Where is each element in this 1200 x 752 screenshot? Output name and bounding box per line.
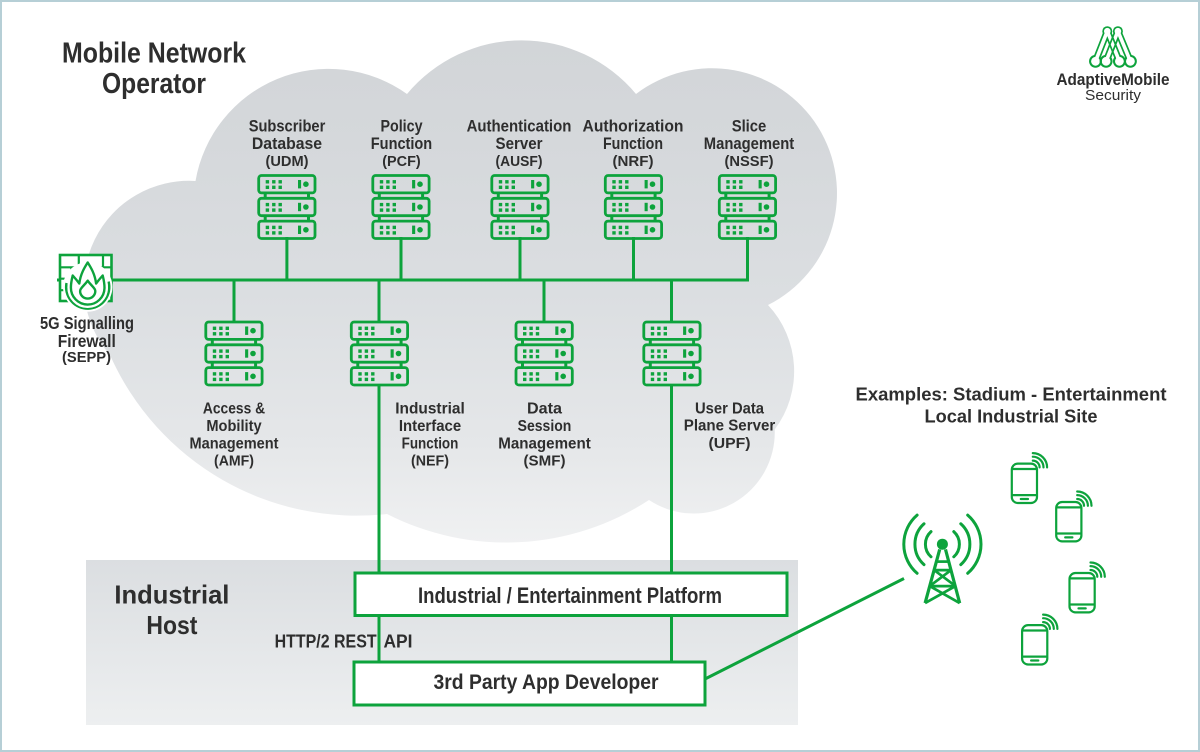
svg-text:(NEF): (NEF) bbox=[411, 454, 449, 470]
svg-text:(AUSF): (AUSF) bbox=[496, 154, 543, 170]
svg-text:Host: Host bbox=[146, 610, 197, 640]
svg-text:Database: Database bbox=[252, 134, 322, 153]
svg-text:Local Industrial Site: Local Industrial Site bbox=[925, 406, 1098, 427]
svg-text:Firewall: Firewall bbox=[58, 331, 116, 351]
svg-text:Management: Management bbox=[704, 134, 795, 153]
svg-text:Function: Function bbox=[603, 134, 663, 153]
svg-text:3rd Party App Developer: 3rd Party App Developer bbox=[434, 671, 659, 694]
svg-text:Function: Function bbox=[402, 435, 459, 452]
svg-text:(SEPP): (SEPP) bbox=[62, 349, 111, 366]
svg-text:Industrial / Entertainment Pla: Industrial / Entertainment Platform bbox=[418, 583, 722, 608]
svg-text:Subscriber: Subscriber bbox=[249, 116, 326, 135]
svg-text:Mobility: Mobility bbox=[206, 418, 262, 435]
svg-text:Industrial: Industrial bbox=[395, 401, 465, 418]
svg-text:(UDM): (UDM) bbox=[266, 154, 309, 170]
svg-text:(PCF): (PCF) bbox=[382, 154, 421, 170]
svg-text:Session: Session bbox=[518, 418, 572, 435]
svg-text:AdaptiveMobile: AdaptiveMobile bbox=[1057, 71, 1170, 89]
svg-text:Examples: Stadium - Entertainm: Examples: Stadium - Entertainment bbox=[856, 384, 1167, 405]
svg-text:Access &: Access & bbox=[203, 401, 265, 418]
svg-text:Management: Management bbox=[190, 435, 279, 452]
svg-text:Operator: Operator bbox=[102, 68, 206, 100]
svg-text:User Data: User Data bbox=[695, 400, 764, 417]
svg-text:Data: Data bbox=[527, 401, 562, 418]
svg-text:Authorization: Authorization bbox=[583, 116, 684, 135]
svg-text:Server: Server bbox=[496, 134, 543, 153]
svg-text:Policy: Policy bbox=[380, 116, 423, 135]
svg-text:Authentication: Authentication bbox=[467, 116, 572, 135]
svg-text:(AMF): (AMF) bbox=[214, 454, 254, 470]
svg-text:Interface: Interface bbox=[399, 418, 462, 435]
svg-text:(SMF): (SMF) bbox=[524, 454, 566, 470]
svg-text:(NSSF): (NSSF) bbox=[725, 154, 774, 170]
svg-text:(UPF): (UPF) bbox=[709, 436, 751, 452]
svg-text:Plane Server: Plane Server bbox=[684, 418, 776, 435]
svg-text:Mobile Network: Mobile Network bbox=[62, 38, 247, 70]
svg-text:Management: Management bbox=[498, 435, 591, 452]
svg-text:HTTP/2 REST: HTTP/2 REST bbox=[275, 631, 378, 652]
svg-text:Function: Function bbox=[371, 134, 432, 153]
svg-text:Security: Security bbox=[1085, 87, 1142, 104]
svg-text:5G Signalling: 5G Signalling bbox=[40, 313, 134, 333]
svg-text:API: API bbox=[384, 631, 413, 652]
svg-text:(NRF): (NRF) bbox=[613, 154, 654, 170]
svg-text:Industrial: Industrial bbox=[114, 579, 229, 609]
svg-text:Slice: Slice bbox=[732, 116, 767, 135]
